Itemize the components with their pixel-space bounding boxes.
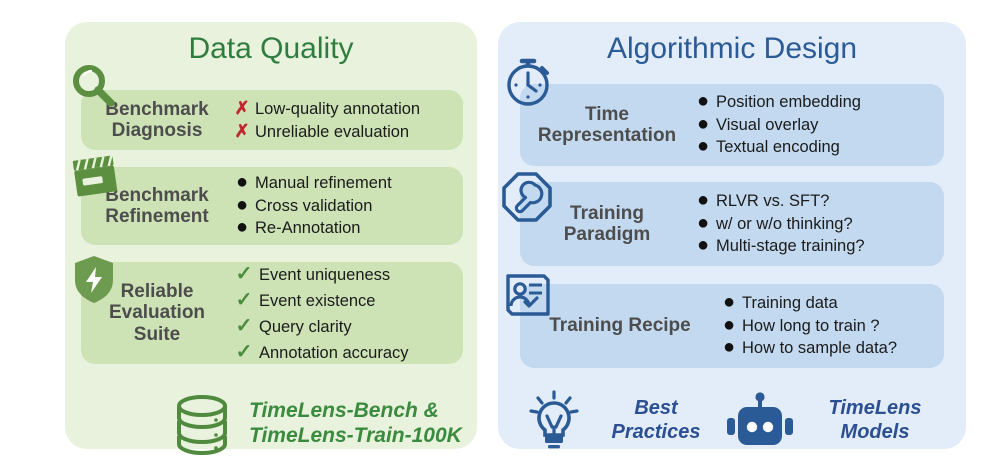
right-panel-title: Algorithmic Design: [606, 32, 858, 65]
list-item: ● Cross validation: [229, 195, 392, 217]
list-item: ● Multi-stage training?: [690, 235, 865, 257]
bullet-dot-icon: ●: [722, 291, 736, 314]
card-training-paradigm-label: Training Paradigm: [563, 202, 651, 245]
card-reliable-evaluation-suite: Reliable Evaluation Suite ✓ Event unique…: [81, 262, 463, 364]
check-icon: ✓: [235, 315, 253, 337]
list-item: ✓ Query clarity: [229, 313, 409, 339]
list-item: ✓ Event uniqueness: [229, 261, 409, 287]
check-icon: ✓: [235, 341, 253, 363]
profile-check-icon: [502, 270, 554, 322]
card-time-representation: Time Representation ● Position embedding…: [520, 84, 944, 166]
card-benchmark-refinement-bullets: ● Manual refinement ● Cross validation ●…: [229, 172, 392, 239]
card-reliable-evaluation-suite-bullets: ✓ Event uniqueness ✓ Event existence ✓ Q…: [229, 261, 409, 365]
best-practices-text: Best Practices: [611, 397, 701, 443]
bullet-text: Position embedding: [716, 93, 861, 112]
clapperboard-icon: [67, 150, 123, 202]
card-reliable-evaluation-suite-label: Reliable Evaluation Suite: [108, 281, 206, 345]
card-benchmark-refinement-label: Benchmark Refinement: [105, 184, 209, 227]
bullet-text: w/ or w/o thinking?: [716, 214, 853, 233]
card-training-recipe-label: Training Recipe: [549, 315, 691, 337]
bullet-text: Visual overlay: [716, 115, 819, 134]
bullet-text: How long to train ?: [742, 316, 880, 335]
bullet-text: Annotation accuracy: [259, 344, 409, 362]
bullet-text: Cross validation: [255, 196, 373, 215]
bullet-text: Textual encoding: [716, 138, 840, 157]
list-item: ● How to sample data?: [716, 337, 897, 359]
list-item: ● Position embedding: [690, 91, 861, 113]
bullet-dot-icon: ●: [696, 90, 710, 113]
left-footer-strip: TimeLens-Bench & TimeLens-Train-100K: [81, 387, 463, 461]
card-training-paradigm: Training Paradigm ● RLVR vs. SFT? ● w/ o…: [520, 182, 944, 266]
bullet-text: Re-Annotation: [255, 219, 361, 238]
bullet-dot-icon: ●: [696, 211, 710, 234]
bullet-dot-icon: ●: [696, 234, 710, 257]
wrench-octagon-icon: [500, 170, 554, 224]
bullet-text: Unreliable evaluation: [255, 123, 410, 141]
left-footer-text: TimeLens-Bench & TimeLens-Train-100K: [249, 399, 462, 447]
card-training-recipe-bullets: ● Training data ● How long to train ? ● …: [716, 292, 897, 359]
list-item: ● w/ or w/o thinking?: [690, 213, 865, 235]
bullet-text: Event uniqueness: [259, 266, 391, 284]
right-footer-strip: Best Practices TimeLens Models: [520, 380, 944, 462]
bullet-text: Event existence: [259, 292, 376, 310]
left-panel-title: Data Quality: [188, 32, 354, 65]
list-item: ✓ Event existence: [229, 287, 409, 313]
list-item: ● Training data: [716, 292, 897, 314]
check-icon: ✓: [235, 263, 253, 285]
stopwatch-icon: [500, 52, 556, 110]
list-item: ● Textual encoding: [690, 136, 861, 158]
list-item: ✗ Unreliable evaluation: [229, 120, 420, 143]
magnifier-icon: [67, 60, 119, 112]
list-item: ✓ Annotation accuracy: [229, 339, 409, 365]
card-benchmark-diagnosis-label: Benchmark Diagnosis: [105, 98, 209, 141]
robot-icon: [724, 390, 796, 452]
bullet-text: How to sample data?: [742, 339, 898, 358]
list-item: ● RLVR vs. SFT?: [690, 190, 865, 212]
bullet-text: RLVR vs. SFT?: [716, 192, 830, 211]
bullet-dot-icon: ●: [696, 135, 710, 158]
bullet-text: Low-quality annotation: [255, 99, 421, 118]
list-item: ● Re-Annotation: [229, 217, 392, 239]
card-training-paradigm-bullets: ● RLVR vs. SFT? ● w/ or w/o thinking? ● …: [690, 190, 865, 257]
bullet-dot-icon: ●: [722, 313, 736, 336]
timelens-models-text: TimeLens Models: [828, 397, 922, 443]
bullet-dot-icon: ●: [696, 189, 710, 212]
card-benchmark-refinement: Benchmark Refinement ● Manual refinement…: [81, 167, 463, 245]
panel-algorithmic-design: Algorithmic Design Time Representation ●…: [498, 22, 966, 449]
bullet-text: Query clarity: [259, 318, 352, 336]
bullet-text: Training data: [742, 294, 838, 313]
list-item: ● Manual refinement: [229, 172, 392, 194]
bullet-dot-icon: ●: [722, 336, 736, 359]
card-benchmark-diagnosis: Benchmark Diagnosis ✗ Low-quality annota…: [81, 90, 463, 150]
cross-icon: ✗: [234, 97, 250, 118]
list-item: ✗ Low-quality annotation: [229, 97, 420, 120]
card-time-representation-label: Time Representation: [537, 103, 677, 146]
cross-icon: ✗: [234, 121, 250, 141]
shield-bolt-icon: [69, 252, 119, 306]
bullet-text: Multi-stage training?: [716, 237, 865, 256]
list-item: ● How long to train ?: [716, 315, 897, 337]
bullet-dot-icon: ●: [696, 112, 710, 135]
bullet-dot-icon: ●: [235, 216, 249, 239]
database-icon: [173, 393, 231, 456]
card-time-representation-bullets: ● Position embedding ● Visual overlay ● …: [690, 91, 861, 158]
bullet-text: Manual refinement: [255, 174, 392, 193]
card-training-recipe: Training Recipe ● Training data ● How lo…: [520, 284, 944, 368]
card-benchmark-diagnosis-bullets: ✗ Low-quality annotation ✗ Unreliable ev…: [229, 97, 420, 144]
lightbulb-icon: [526, 389, 582, 453]
check-icon: ✓: [235, 289, 253, 311]
bullet-dot-icon: ●: [235, 171, 249, 194]
list-item: ● Visual overlay: [690, 114, 861, 136]
bullet-dot-icon: ●: [235, 193, 249, 216]
panel-data-quality: Data Quality Benchmark Diagnosis ✗ Low-q…: [65, 22, 477, 456]
